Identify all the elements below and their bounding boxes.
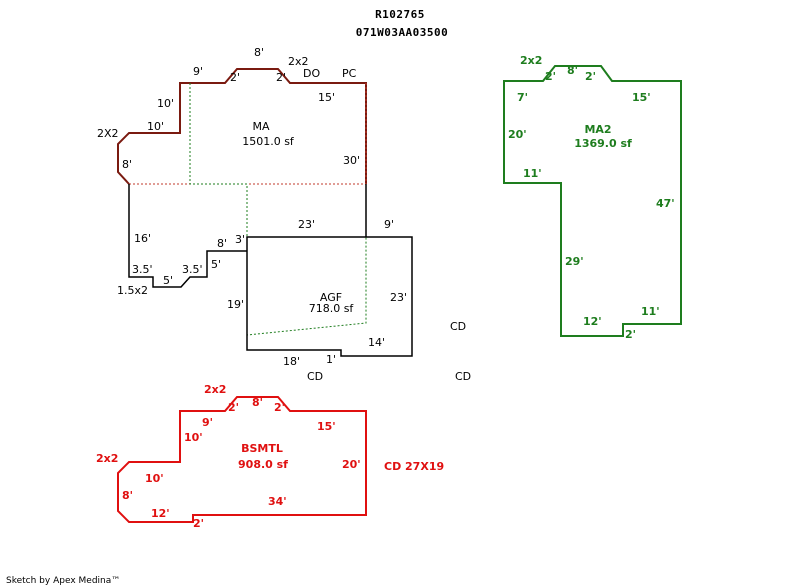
ma2-size: 1369.0 sf	[574, 137, 632, 150]
ma2-dim-2x2: 2x2	[520, 54, 542, 67]
ma-dim-8: 8'	[254, 46, 264, 59]
ma2-dim-11b: 11'	[641, 305, 660, 318]
agf-dim-14: 14'	[368, 336, 385, 349]
cd-label-2: CD	[450, 320, 466, 333]
ma-dim-2b: 2'	[276, 71, 286, 84]
ma2-outline	[503, 65, 682, 337]
bsmtl-dim-2b: 2'	[274, 401, 285, 414]
ma-dim-do: DO	[303, 67, 320, 80]
cd-label-1: CD	[307, 370, 323, 383]
ma-dim-8s: 8'	[122, 158, 132, 171]
agf-outline	[128, 184, 413, 357]
bsmtl-dim-15: 15'	[317, 420, 336, 433]
ma2-dim-11a: 11'	[523, 167, 542, 180]
ma2-dim-2a: 2'	[545, 70, 556, 83]
ma-size: 1501.0 sf	[242, 135, 295, 148]
agf-dim-3-5b: 3.5'	[182, 263, 203, 276]
ma2-dim-2b: 2'	[585, 70, 596, 83]
agf-dim-8: 8'	[217, 237, 227, 250]
map-number: 071W03AA03500	[356, 26, 449, 39]
bsmtl-outline	[117, 396, 367, 523]
bsmtl-dim-12: 12'	[151, 507, 170, 520]
agf-label: AGF	[320, 291, 342, 304]
ma-dim-2a: 2'	[230, 71, 240, 84]
agf-dim-1-5x2: 1.5x2	[117, 284, 148, 297]
footer-credit: Sketch by Apex Medina™	[6, 576, 120, 586]
agf-dim-23top: 23'	[298, 218, 315, 231]
cd-label-3: CD	[455, 370, 471, 383]
ma2-label: MA2	[584, 123, 611, 136]
bsmtl-dim-10a: 10'	[184, 431, 203, 444]
parcel-id: R102765	[375, 8, 425, 21]
ma-dim-pc: PC	[342, 67, 357, 80]
ma-dim-10b: 10'	[147, 120, 164, 133]
bsmtl-dim-8: 8'	[252, 396, 263, 409]
agf-dim-23r: 23'	[390, 291, 407, 304]
agf-dim-18: 18'	[283, 355, 300, 368]
bsmtl-dim-2x2left: 2x2	[96, 452, 118, 465]
bsmtl-dim-9: 9'	[202, 416, 213, 429]
ma2-dim-8: 8'	[567, 64, 578, 77]
ma2-dim-12: 12'	[583, 315, 602, 328]
bsmtl-dim-10b: 10'	[145, 472, 164, 485]
ma2-dim-20: 20'	[508, 128, 527, 141]
bsmtl-cd: CD 27X19	[384, 460, 444, 473]
ma2-dim-7: 7'	[517, 91, 528, 104]
ma2-dim-47: 47'	[656, 197, 675, 210]
bsmtl-dim-8s: 8'	[122, 489, 133, 502]
ma-outline	[117, 68, 367, 185]
agf-dim-19: 19'	[227, 298, 244, 311]
ma2-dim-29: 29'	[565, 255, 584, 268]
agf-dim-16: 16'	[134, 232, 151, 245]
bsmtl-dim-20: 20'	[342, 458, 361, 471]
ma2-dim-15: 15'	[632, 91, 651, 104]
ma-label: MA	[252, 120, 269, 133]
ma-dim-30: 30'	[343, 154, 360, 167]
bsmtl-dim-2a: 2'	[228, 401, 239, 414]
agf-dim-5v: 5'	[211, 258, 221, 271]
ma-dim-2x2: 2x2	[288, 55, 309, 68]
ma-dim-9: 9'	[193, 65, 203, 78]
agf-dim-3-5a: 3.5'	[132, 263, 153, 276]
bsmtl-size: 908.0 sf	[238, 458, 288, 471]
ma-dim-15: 15'	[318, 91, 335, 104]
bsmtl-dim-2c: 2'	[193, 517, 204, 530]
agf-dim-1: 1'	[326, 353, 336, 366]
bsmtl-label: BSMTL	[241, 442, 283, 455]
ma-dim-10a: 10'	[157, 97, 174, 110]
agf-dim-3: 3'	[235, 233, 245, 246]
agf-dim-9: 9'	[384, 218, 394, 231]
ma2-dim-2c: 2'	[625, 328, 636, 341]
agf-dim-5h: 5'	[163, 274, 173, 287]
bsmtl-dim-34: 34'	[268, 495, 287, 508]
bsmtl-dim-2x2top: 2x2	[204, 383, 226, 396]
agf-size: 718.0 sf	[309, 302, 355, 315]
ma-dim-corner: 2X2	[97, 127, 119, 140]
